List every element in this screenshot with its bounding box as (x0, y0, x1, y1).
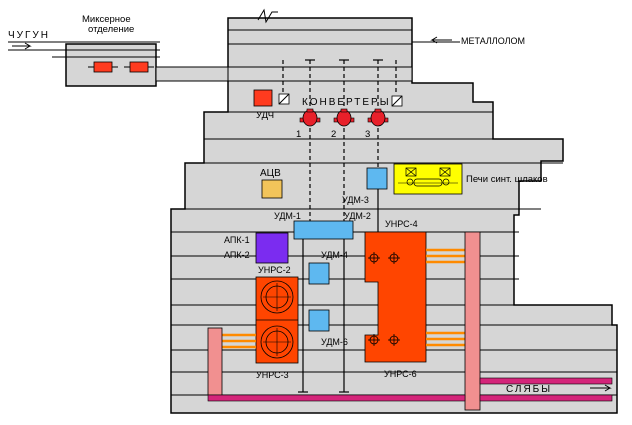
converter-2-label: 2 (331, 129, 336, 140)
unrs-2-label: УНРС-2 (258, 265, 291, 275)
unrs-4-6-caster (364, 231, 427, 363)
udm-3-label: УДМ-3 (342, 195, 369, 205)
udm-4-label: УДМ-4 (321, 250, 348, 260)
apk-1-label: АПК-1 (224, 235, 250, 245)
udm-6-label: УДМ-6 (321, 337, 348, 347)
udm-2-label: УДМ-2 (344, 211, 371, 221)
unrs-3-caster (255, 276, 299, 364)
left-orange-links (222, 333, 256, 349)
slag-furnace-label: Печи синт. шлаков (466, 174, 548, 185)
scrap-arrow-icon (430, 36, 452, 44)
slabs-arrow-icon (590, 384, 612, 392)
udm-6-unit (308, 309, 330, 332)
udm-1-2-unit (293, 220, 354, 240)
apk-2-label: АПК-2 (224, 250, 250, 260)
udch-unit (253, 89, 273, 107)
mixer-label-line2: отделение (88, 24, 134, 35)
unrs-4-label: УНРС-4 (385, 219, 418, 229)
converter-1 (299, 108, 321, 127)
left-roller-table (207, 327, 223, 396)
mixer-1 (88, 61, 118, 73)
udm-4-unit (308, 262, 330, 285)
converter-1-label: 1 (296, 129, 301, 140)
iron-label: ЧУГУН (8, 30, 50, 41)
unrs-3-label: УНРС-3 (256, 370, 289, 380)
converters-label: КОНВЕРТЕРЫ (302, 97, 391, 108)
mixer-bridge (155, 66, 229, 82)
crane-rails (302, 189, 379, 392)
converter-3-label: 3 (365, 129, 370, 140)
udm-1-label: УДМ-1 (274, 211, 301, 221)
slag-furnace-unit (393, 163, 463, 195)
unrs-4-markers (368, 252, 400, 346)
slabs-label: СЛЯБЫ (506, 384, 552, 395)
right-orange-links (426, 248, 465, 347)
converter-feed-lines (282, 60, 397, 110)
converter-output-lines (309, 128, 379, 224)
mixer-2 (124, 61, 154, 73)
apk-unit (255, 232, 289, 264)
udm-3-unit (366, 167, 388, 190)
scrap-label: МЕТАЛЛОЛОМ (461, 36, 525, 46)
acv-unit (261, 179, 283, 199)
right-roller-table (464, 231, 481, 411)
iron-feed-lines (8, 41, 160, 58)
unrs-6-label: УНРС-6 (384, 369, 417, 379)
converter-3 (367, 108, 389, 127)
acv-label: АЦВ (260, 168, 281, 179)
mixer-label-line1: Миксерное (82, 14, 131, 25)
udch-label: УДЧ (256, 110, 274, 121)
converter-2 (333, 108, 355, 127)
slab-conveyor (207, 377, 613, 402)
roof-break-mark (257, 8, 278, 24)
iron-arrow-icon (12, 42, 32, 50)
